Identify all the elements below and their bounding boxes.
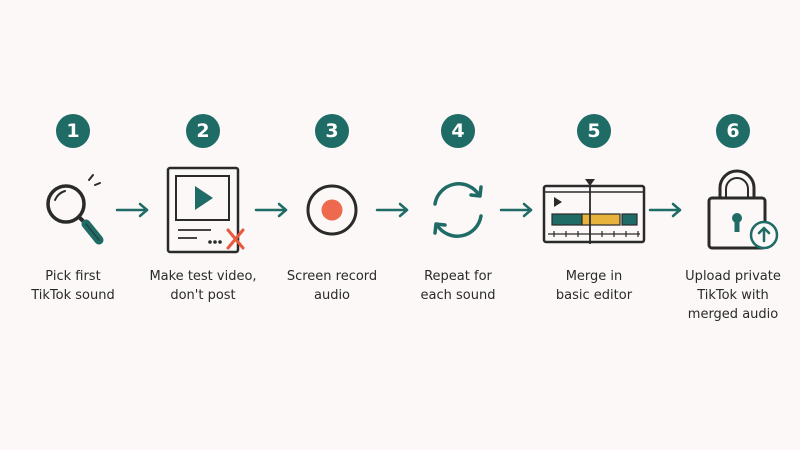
- step-1: 1 Pick first TikTok sound: [8, 0, 138, 450]
- arrow-right-icon: [254, 202, 288, 218]
- step-label-line: Merge in: [565, 269, 623, 284]
- step-2: 2 Make test video, don't post: [138, 0, 268, 450]
- step-3: 3 Screen record audio: [267, 0, 397, 450]
- step-label-line: Pick first: [45, 269, 101, 284]
- repeat-icon: [433, 182, 483, 238]
- step-label-line: Upload private: [685, 269, 781, 284]
- step-label: Make test video, don't post: [138, 267, 268, 305]
- step-label: Screen record audio: [267, 267, 397, 305]
- step-label: Upload private TikTok with merged audio: [668, 267, 798, 324]
- step-label: Repeat for each sound: [393, 267, 523, 305]
- record-icon: [306, 184, 358, 236]
- step-number-badge: 5: [577, 114, 611, 148]
- step-number-badge: 6: [716, 114, 750, 148]
- step-label: Merge in basic editor: [529, 267, 659, 305]
- arrow-right-icon: [648, 202, 682, 218]
- arrow-right-icon: [115, 202, 149, 218]
- magnifier-icon: [46, 174, 104, 245]
- step-number-badge: 4: [441, 114, 475, 148]
- video-discard-icon: [166, 166, 245, 254]
- step-label-line: merged audio: [687, 307, 779, 322]
- step-6: 6 Upload private TikTok with merged audi…: [668, 0, 798, 450]
- step-label-line: each sound: [420, 288, 496, 303]
- step-number-badge: 1: [56, 114, 90, 148]
- lock-upload-icon: [707, 169, 779, 250]
- step-number-badge: 2: [186, 114, 220, 148]
- step-label-line: TikTok with: [697, 288, 769, 303]
- arrow-right-icon: [375, 202, 409, 218]
- step-label-line: audio: [313, 288, 351, 303]
- arrow-right-icon: [499, 202, 533, 218]
- step-5: 5 Merge in basic editor: [529, 0, 659, 450]
- step-4: 4 Repeat for each sound: [393, 0, 523, 450]
- step-label-line: Repeat for: [424, 269, 492, 284]
- timeline-editor-icon: [542, 179, 646, 244]
- step-label-line: Screen record: [286, 269, 378, 284]
- step-label-line: don't post: [170, 288, 236, 303]
- step-label-line: Make test video,: [149, 269, 257, 284]
- step-label-line: TikTok sound: [31, 288, 115, 303]
- step-label-line: basic editor: [555, 288, 633, 303]
- step-label: Pick first TikTok sound: [8, 267, 138, 305]
- step-number-badge: 3: [315, 114, 349, 148]
